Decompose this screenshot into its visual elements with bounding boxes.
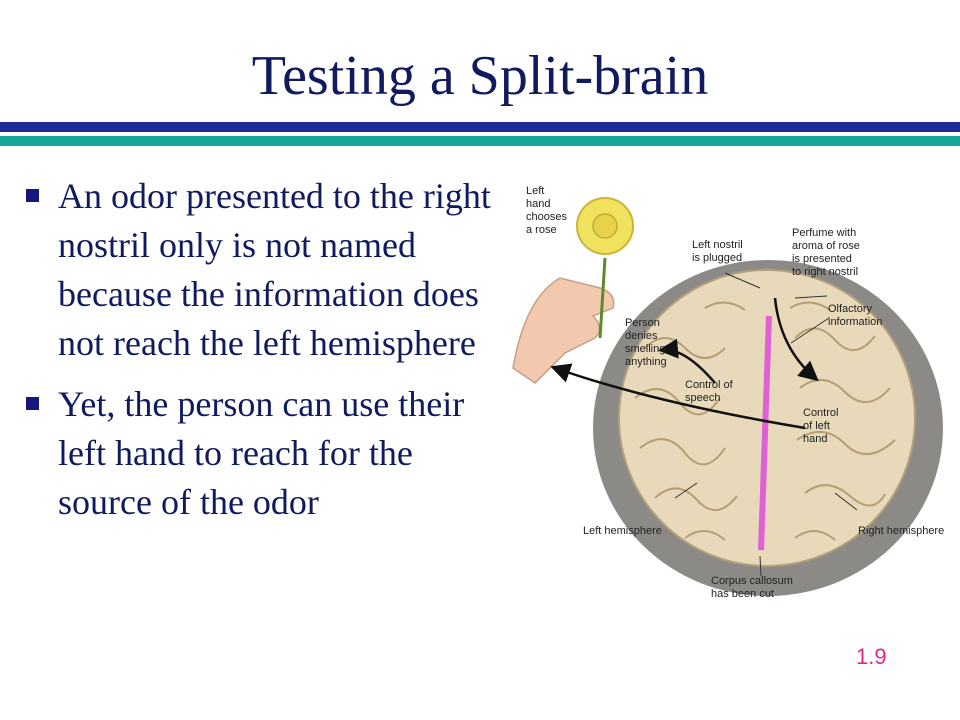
label-left-nostril: Left nostril is plugged: [692, 239, 746, 264]
title-rule-teal: [0, 136, 960, 146]
left-hand-shape: [512, 277, 615, 384]
split-brain-figure: Left hand chooses a rose Left nostril is…: [505, 178, 955, 608]
bullet-list: An odor presented to the right nostril o…: [24, 172, 498, 539]
leader-lines: [674, 272, 858, 577]
square-bullet-icon: [26, 189, 39, 202]
label-control-left-hand: Control of left hand: [803, 407, 842, 445]
rose-stem: [598, 257, 607, 339]
label-olfactory: Olfactory information: [828, 303, 882, 328]
label-right-hemisphere: Right hemisphere: [858, 525, 944, 537]
bullet-text: Yet, the person can use their left hand …: [58, 384, 465, 522]
page-number: 1.9: [856, 644, 887, 669]
label-left-hemisphere: Left hemisphere: [583, 525, 662, 537]
square-bullet-icon: [26, 397, 39, 410]
title-rule-blue: [0, 122, 960, 132]
arrow-to-left-hand: [550, 363, 806, 430]
arrow-to-person-denies: [658, 338, 716, 384]
slide-title: Testing a Split-brain: [251, 45, 709, 107]
label-left-hand-chooses: Left hand chooses a rose: [526, 185, 570, 236]
corpus-callosum-line: [758, 315, 772, 551]
label-person-denies: Person denies smelling anything: [625, 317, 668, 368]
bullet-item: Yet, the person can use their left hand …: [24, 380, 498, 527]
label-corpus-callosum: Corpus callosum has been cut: [711, 575, 796, 600]
split-brain-illustration: Left hand chooses a rose Left nostril is…: [512, 185, 944, 600]
bullet-item: An odor presented to the right nostril o…: [24, 172, 498, 368]
bullet-text: An odor presented to the right nostril o…: [58, 176, 491, 363]
label-control-speech: Control of speech: [685, 379, 736, 404]
arrow-olfactory-to-control: [773, 297, 819, 382]
rose-center: [592, 213, 618, 239]
label-perfume: Perfume with aroma of rose is presented …: [792, 227, 863, 278]
